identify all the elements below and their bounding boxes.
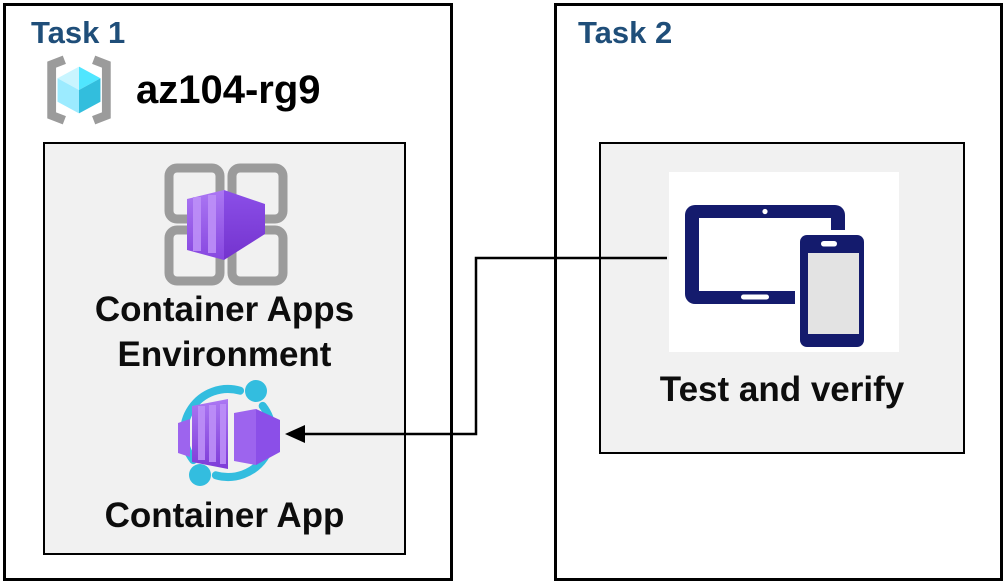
container-app-icon xyxy=(178,380,280,486)
resource-group-name: az104-rg9 xyxy=(136,67,321,112)
label-line-2: Environment xyxy=(117,334,332,374)
task1-title: Task 1 xyxy=(31,15,126,50)
task1-panel: Container Apps Environment Container App xyxy=(43,142,406,555)
test-and-verify-label: Test and verify xyxy=(659,370,905,409)
container-apps-environment-icon xyxy=(164,163,288,286)
resource-group-icon xyxy=(47,55,111,125)
task2-title: Task 2 xyxy=(578,15,673,50)
container-app-label: Container App xyxy=(104,496,345,535)
resource-group-row: az104-rg9 xyxy=(38,50,321,130)
label-line-1: Container Apps xyxy=(94,290,355,329)
test-and-verify-card xyxy=(669,172,899,352)
tablet-and-phone-icon xyxy=(685,205,869,351)
task2-panel: Test and verify xyxy=(599,142,965,454)
container-apps-environment-label: Container Apps Environment xyxy=(45,288,404,378)
